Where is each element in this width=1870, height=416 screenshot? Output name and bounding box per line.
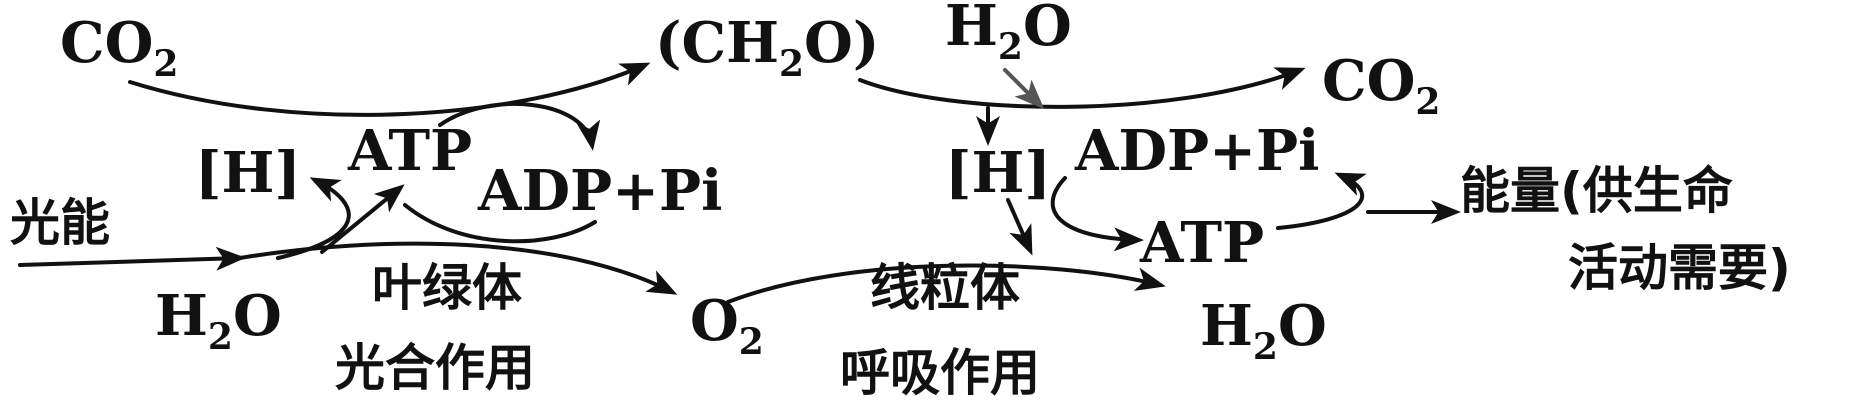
photosynthesis-label: 光合作用: [335, 339, 535, 397]
h2o-bottom-left-label: H2O: [155, 283, 282, 358]
h-right-down-arrow: [1006, 198, 1033, 256]
co2-left-label: CO2: [60, 10, 178, 85]
energy-to-atp-arrow: [320, 184, 405, 254]
respiration-label: 呼吸作用: [840, 344, 1040, 402]
h-left-label: [H]: [195, 140, 301, 206]
ch2o-to-co2-arrow: [858, 67, 1306, 109]
ch2o-label: (CH2O): [655, 10, 879, 85]
atp-right-label: ATP: [1139, 210, 1264, 276]
light-energy-label: 光能: [10, 194, 110, 252]
h2o-to-h-arrow: [276, 177, 351, 260]
h2o-input-arrow: [1003, 68, 1045, 110]
atp-right-to-adp-arrow: [1276, 172, 1367, 230]
energy-line2-label: 活动需要): [1568, 239, 1791, 297]
chloroplast-label: 叶绿体: [372, 259, 522, 317]
atp-to-adp-arrow: [438, 101, 601, 151]
energy-line1-label: 能量(供生命: [1460, 162, 1733, 220]
light-energy-arrow: [18, 246, 246, 271]
h2o-top-label: H2O: [945, 0, 1072, 68]
adp-pi-right-label: ADP+Pi: [1074, 118, 1319, 184]
adp-pi-left-label: ADP+Pi: [477, 158, 722, 224]
h-right-label: [H]: [945, 140, 1051, 206]
atp-left-label: ATP: [347, 118, 472, 184]
h2o-bottom-right-label: H2O: [1200, 293, 1327, 368]
co2-to-ch2o-arrow: [128, 62, 651, 117]
h2o-to-o2-arrow: [238, 241, 678, 295]
o2-label: O2: [690, 288, 764, 363]
adp-to-atp-arrow: [403, 203, 597, 244]
adp-right-to-atp-arrow: [1050, 176, 1144, 252]
o2-to-h2o-arrow: [726, 263, 1166, 304]
co2-right-label: CO2: [1322, 48, 1440, 123]
